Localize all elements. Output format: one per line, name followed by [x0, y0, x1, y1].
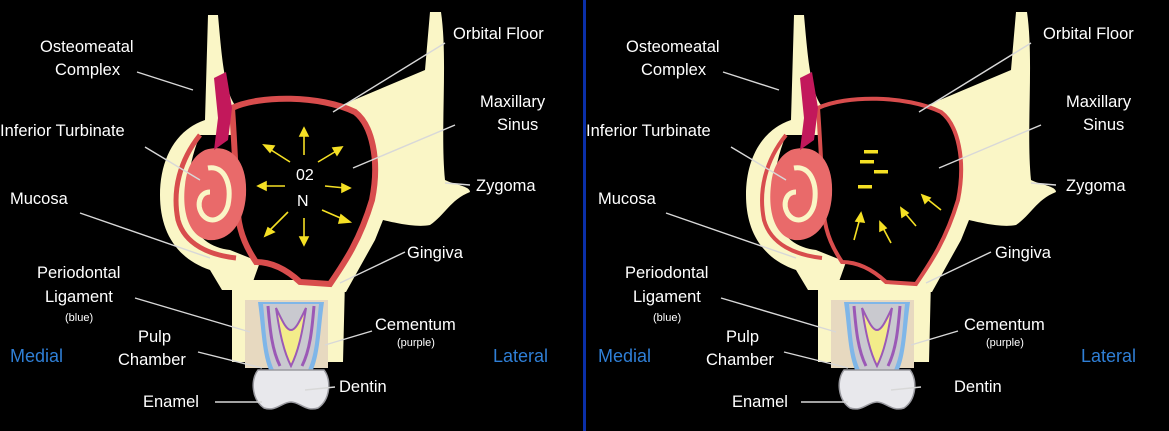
label-maxillary-1: Maxillary — [1066, 93, 1132, 111]
label-pulp-1: Pulp — [726, 328, 759, 346]
label-dentin: Dentin — [954, 378, 1002, 396]
label-enamel: Enamel — [143, 393, 199, 411]
label-periodontal-note: (blue) — [65, 312, 93, 324]
tooth-right — [831, 300, 915, 409]
label-dentin: Dentin — [339, 378, 387, 396]
label-inferior-turbinate: Inferior Turbinate — [0, 122, 125, 140]
label-periodontal-2: Ligament — [45, 288, 113, 306]
label-medial: Medial — [10, 346, 63, 366]
label-zygoma: Zygoma — [1066, 177, 1126, 195]
label-osteomeatal-1: Osteomeatal — [626, 38, 720, 56]
anatomy-left — [160, 12, 470, 409]
label-periodontal-note: (blue) — [653, 312, 681, 324]
label-osteomeatal-1: Osteomeatal — [40, 38, 134, 56]
label-enamel: Enamel — [732, 393, 788, 411]
diagram-panel-right: Osteomeatal Complex Orbital Floor Maxill… — [586, 0, 1169, 431]
enamel-crown — [839, 370, 915, 409]
label-inferior-turbinate: Inferior Turbinate — [586, 122, 711, 140]
tooth-left — [245, 300, 329, 409]
label-pulp-2: Chamber — [118, 351, 186, 369]
label-periodontal-2: Ligament — [633, 288, 701, 306]
inferior-turbinate-shape — [770, 148, 832, 240]
label-cementum-note: (purple) — [397, 337, 435, 349]
enamel-crown — [253, 370, 329, 409]
gas-n-label: N — [297, 193, 309, 210]
sinus-diagram-left: 02 N Osteomeatal Complex Orbital Floor M… — [0, 0, 583, 431]
label-cementum: Cementum — [375, 316, 456, 334]
label-orbital-floor: Orbital Floor — [1043, 25, 1134, 43]
label-maxillary-2: Sinus — [1083, 116, 1124, 134]
label-cementum-note: (purple) — [986, 337, 1024, 349]
label-zygoma: Zygoma — [476, 177, 536, 195]
label-lateral: Lateral — [1081, 346, 1136, 366]
label-pulp-1: Pulp — [138, 328, 171, 346]
label-cementum: Cementum — [964, 316, 1045, 334]
gas-o2-label: 02 — [296, 167, 314, 184]
label-pulp-2: Chamber — [706, 351, 774, 369]
label-gingiva: Gingiva — [407, 244, 464, 262]
label-maxillary-2: Sinus — [497, 116, 538, 134]
label-periodontal-1: Periodontal — [37, 264, 120, 282]
label-mucosa: Mucosa — [10, 190, 69, 208]
label-lateral: Lateral — [493, 346, 548, 366]
sinus-diagram-right: Osteomeatal Complex Orbital Floor Maxill… — [586, 0, 1169, 431]
label-medial: Medial — [598, 346, 651, 366]
label-osteomeatal-2: Complex — [641, 61, 707, 79]
label-maxillary-1: Maxillary — [480, 93, 546, 111]
diagram-panel-left: 02 N Osteomeatal Complex Orbital Floor M… — [0, 0, 583, 431]
label-periodontal-1: Periodontal — [625, 264, 708, 282]
label-orbital-floor: Orbital Floor — [453, 25, 544, 43]
label-gingiva: Gingiva — [995, 244, 1052, 262]
label-mucosa: Mucosa — [598, 190, 657, 208]
label-osteomeatal-2: Complex — [55, 61, 121, 79]
